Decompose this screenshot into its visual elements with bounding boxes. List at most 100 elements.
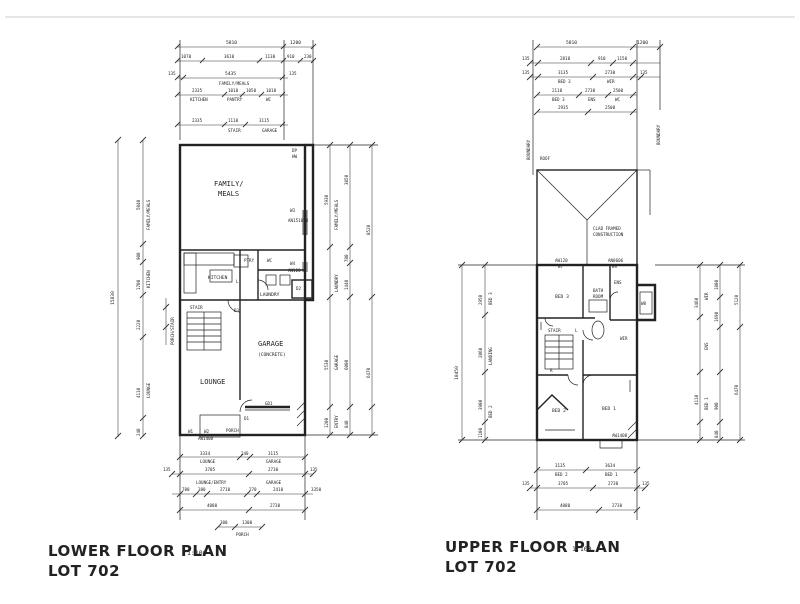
dim-upper-bottom-1b: 3634 <box>605 463 616 468</box>
upper-aw1408: AW1408 <box>612 433 628 438</box>
upper-stair <box>544 334 574 370</box>
dim-lower-top-2c: 1130 <box>265 54 276 59</box>
dim-upper-top-4c: 2500 <box>613 88 624 93</box>
dim-lower-left-label2: KITCHEN <box>146 270 151 288</box>
upper-building <box>535 263 657 449</box>
upper-roof: CLAD FRAMED CONSTRUCTION AW120 W7 AN0606… <box>536 169 651 269</box>
dim-lower-bottom-3d: 270 <box>249 487 257 492</box>
dim-lower-top-4c: 1050 <box>246 88 257 93</box>
dim-upper-right-outer-a: 5120 <box>734 294 739 305</box>
lower-top-dimensions: 5810 1200 1070 3610 1130 910 230 135 543… <box>168 40 317 150</box>
label-w3-size: AN15181B <box>288 218 309 223</box>
room-kitchen-label: KITCHEN <box>208 275 228 281</box>
room-porch-label: PORCH <box>226 428 239 433</box>
dim-lower-left-outer: 15830 <box>110 291 116 305</box>
dim-upper-left-seg1: 2950 <box>478 294 483 305</box>
dim-lower-bottom-4a: 4080 <box>207 503 218 508</box>
room-pantry-label: PTRY <box>244 258 255 263</box>
room-bed3-label: BED 3 <box>555 294 569 300</box>
lower-floor-plan: 5810 1200 1070 3610 1130 910 230 135 543… <box>48 40 378 580</box>
dim-upper-top-2b: 2810 <box>560 56 571 61</box>
dim-lower-top-5-garage: GARAGE <box>262 128 278 133</box>
dim-lower-top-3b: 5435 <box>225 71 236 77</box>
room-garage-label: GARAGE <box>258 340 283 348</box>
dim-lower-top-4b: 1010 <box>228 88 239 93</box>
room-upper-robe-label: R <box>550 368 553 373</box>
dim-upper-bottom-3b: 2730 <box>612 503 623 508</box>
room-bed1-label: BED 1 <box>602 406 616 412</box>
dim-lower-top-4d: 1010 <box>266 88 277 93</box>
room-garage-sub-label: (CONCRETE) <box>258 352 286 358</box>
dim-lower-top-1b: 1200 <box>290 40 301 46</box>
dim-lower-right-outer-a: 8520 <box>366 224 371 235</box>
dim-lower-bottom-3-lounge: LOUNGE/ENTRY <box>196 480 227 485</box>
dim-upper-bottom-1-bed2: BED 2 <box>555 472 568 477</box>
room-stair-label: STAIR <box>190 305 203 310</box>
dim-lower-top-3c: 135 <box>289 71 297 76</box>
dim-upper-top-3a: 135 <box>522 70 530 75</box>
dim-upper-top-3b: 3135 <box>558 70 569 75</box>
upper-w7: W7 <box>558 264 564 269</box>
dim-upper-right-seg6: 840 <box>714 430 719 438</box>
dim-upper-top-4-ens: ENS <box>588 97 596 102</box>
dim-lower-top-3-label: FAMILY/MEALS <box>219 81 250 86</box>
dim-lower-bottom-2b: 3705 <box>205 467 216 472</box>
label-d2: D2 <box>296 286 302 291</box>
upper-room-labels: BED 3 BED 1 BED 2 BATH ROOM WIR ENS STAI… <box>548 280 647 438</box>
dim-upper-right-seg3: 1690 <box>714 311 719 322</box>
dim-upper-bottom-1-bed1: BED 1 <box>605 472 618 477</box>
dim-upper-top-4-bed3: BED 3 <box>552 97 565 102</box>
dim-lower-right-a2: 3850 <box>344 174 349 185</box>
dim-upper-right-label2: ENS <box>704 342 709 350</box>
dim-lower-bottom-1b: 240 <box>241 451 249 456</box>
dim-lower-right-label1: FAMILY/MEALS <box>334 199 339 230</box>
dim-lower-right-a3: 780 <box>344 254 349 262</box>
dim-lower-top-5-stair: STAIR <box>228 128 241 133</box>
dim-upper-bottom-2b: 3705 <box>558 481 569 486</box>
dim-lower-right-label4: ENTRY <box>334 415 339 428</box>
dim-lower-bottom-5b: 1300 <box>242 520 253 525</box>
dim-lower-right-a1: 5930 <box>324 194 329 205</box>
dim-lower-left-seg5: 4110 <box>136 387 141 398</box>
room-bed2-label: BED 2 <box>552 408 566 414</box>
dim-upper-top-3-wir: WIR <box>607 79 615 84</box>
dim-lower-top-2d: 910 <box>287 54 295 59</box>
dim-lower-bottom-2a: 135 <box>163 467 171 472</box>
upper-top-dimensions: 5810 1200 135 2810 910 1150 135 3135 273… <box>522 40 664 175</box>
room-wir-label: WIR <box>620 336 628 341</box>
upper-floor-plan: 5810 1200 135 2810 910 1150 135 3135 273… <box>445 40 745 576</box>
label-aw1408: AW1408 <box>198 436 214 441</box>
dim-upper-top-3c: 2730 <box>605 70 616 75</box>
label-w2: W2 <box>204 429 210 434</box>
dim-lower-top-1a: 5810 <box>226 40 237 46</box>
dim-lower-right-outer-b: 6470 <box>366 367 371 378</box>
dim-lower-bottom-1-garage: GARAGE <box>266 459 282 464</box>
lower-plan-scale: 1:100 <box>187 549 207 557</box>
upper-right-dimensions: 3460 1800 1690 4110 900 840 5120 6470 WI… <box>637 261 745 444</box>
lower-stair <box>186 311 222 351</box>
dim-lower-top-4-kitchen: KITCHEN <box>190 97 208 102</box>
upper-clad-note-2: CONSTRUCTION <box>593 232 624 237</box>
lower-left-dimensions: 15830 5040 900 1700 2220 4110 240 FAMILY… <box>110 136 175 440</box>
dim-lower-top-2a: 1070 <box>181 54 192 59</box>
upper-boundary-right: BOUNDARY <box>656 124 661 145</box>
room-meals-label: MEALS <box>218 190 239 198</box>
dim-lower-left-label1: FAMILY/MEALS <box>146 199 151 230</box>
dim-lower-left-seg1: 5040 <box>136 199 141 210</box>
dim-lower-bottom-5-porch: PORCH <box>236 532 249 537</box>
dim-upper-right-seg4: 4110 <box>694 394 699 405</box>
room-lounge-label: LOUNGE <box>200 378 225 386</box>
dim-lower-bottom-3a: 780 <box>182 487 190 492</box>
upper-an0606: AN0606 <box>608 258 624 263</box>
upper-w9: W9 <box>612 264 618 269</box>
dim-upper-top-4a: 2110 <box>552 88 563 93</box>
room-bath-sub-label: ROOM <box>593 294 604 299</box>
dim-upper-top-1b: 1200 <box>637 40 648 46</box>
label-dp: DP <box>292 148 298 153</box>
dim-lower-bottom-3-garage: GARAGE <box>266 480 282 485</box>
dim-lower-left-label4: LOUNGE <box>146 382 151 398</box>
dim-upper-left-label2: LANDING <box>488 347 493 365</box>
dim-upper-right-seg2: 1800 <box>714 279 719 290</box>
dim-lower-top-3a: 135 <box>168 71 176 76</box>
dim-upper-bottom-2a: 135 <box>522 481 530 486</box>
